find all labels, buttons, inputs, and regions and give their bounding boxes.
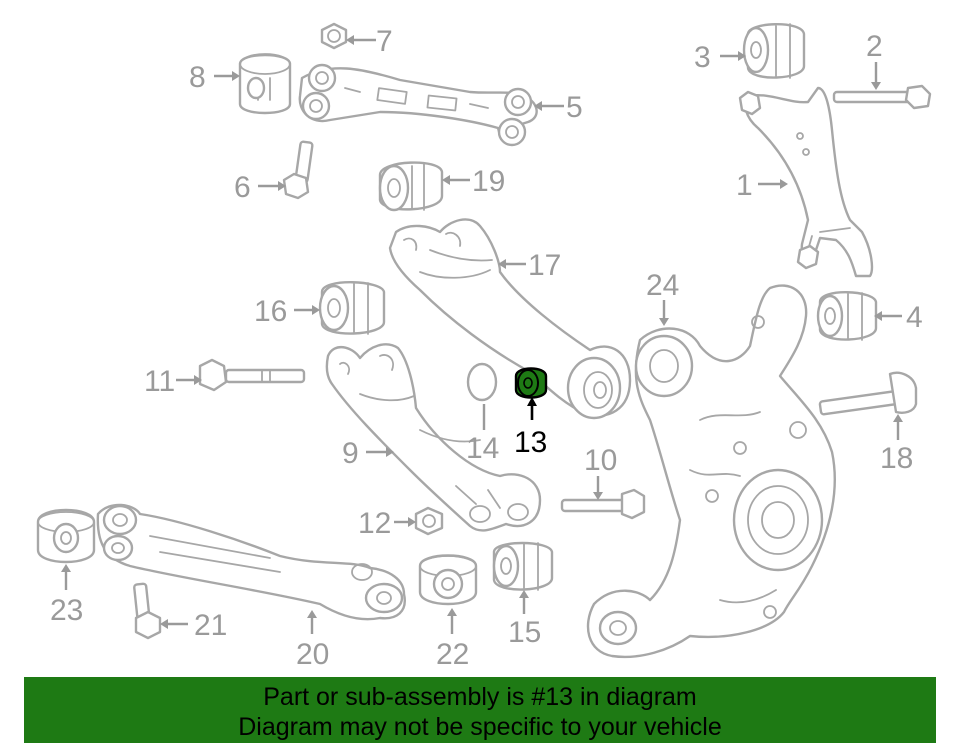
part-17-lower-arm[interactable] [388, 218, 632, 420]
callout-15: 15 [508, 616, 541, 649]
callout-22: 22 [436, 638, 469, 671]
part-19-bushing[interactable] [378, 161, 444, 212]
part-7-nut[interactable] [320, 22, 348, 50]
suspension-parts-diagram: 7 8 5 6 19 3 2 1 17 16 24 4 11 [36, 22, 932, 671]
callout-4: 4 [906, 301, 923, 334]
callout-20: 20 [296, 638, 329, 671]
part-22-bushing[interactable] [418, 554, 478, 606]
callout-8: 8 [189, 61, 206, 94]
callout-11: 11 [144, 365, 175, 398]
part-9-lower-arm[interactable] [325, 343, 542, 532]
part-10-bolt[interactable] [560, 488, 646, 520]
info-banner: Part or sub-assembly is #13 in diagram D… [24, 677, 936, 743]
part-13-bushing-highlighted[interactable] [514, 367, 548, 399]
callout-13: 13 [514, 426, 547, 459]
callouts: 7 8 5 6 19 3 2 1 17 16 24 4 11 [50, 25, 923, 671]
callout-3: 3 [694, 41, 711, 74]
part-8-bushing[interactable] [238, 53, 292, 115]
part-16-bushing[interactable] [318, 281, 386, 335]
part-21-bolt[interactable] [133, 582, 162, 640]
part-14-cap[interactable] [466, 362, 498, 402]
callout-9: 9 [342, 437, 359, 470]
part-24-knuckle[interactable] [586, 284, 836, 658]
callout-12: 12 [358, 507, 391, 540]
callout-24: 24 [646, 269, 679, 302]
part-2-bolt[interactable] [832, 84, 932, 110]
part-1-bracket[interactable] [738, 86, 874, 278]
callout-6: 6 [234, 171, 251, 204]
part-12-nut[interactable] [414, 506, 444, 536]
part-6-bolt[interactable] [282, 140, 314, 200]
callout-16: 16 [254, 295, 287, 328]
part-23-bushing[interactable] [36, 508, 96, 564]
part-11-bolt[interactable] [198, 358, 306, 392]
part-4-bushing[interactable] [816, 291, 878, 341]
callout-19: 19 [472, 165, 505, 198]
callout-23: 23 [50, 594, 83, 627]
callout-7: 7 [376, 25, 393, 58]
banner-line-disclaimer: Diagram may not be specific to your vehi… [238, 713, 722, 741]
callout-1: 1 [736, 169, 753, 202]
part-15-bushing[interactable] [492, 541, 554, 591]
banner-line-part: Part or sub-assembly is #13 in diagram [263, 683, 697, 711]
part-5-upper-arm[interactable] [298, 63, 538, 147]
callout-10: 10 [584, 444, 617, 477]
part-3-bushing[interactable] [742, 23, 806, 79]
callout-5: 5 [566, 91, 583, 124]
callout-18: 18 [880, 442, 913, 475]
callout-14: 14 [466, 432, 499, 465]
callout-2: 2 [866, 30, 883, 63]
part-18-cam-bolt[interactable] [818, 371, 918, 416]
callout-17: 17 [528, 249, 561, 282]
part-20-trailing-arm[interactable] [96, 503, 406, 621]
callout-21: 21 [194, 609, 227, 642]
